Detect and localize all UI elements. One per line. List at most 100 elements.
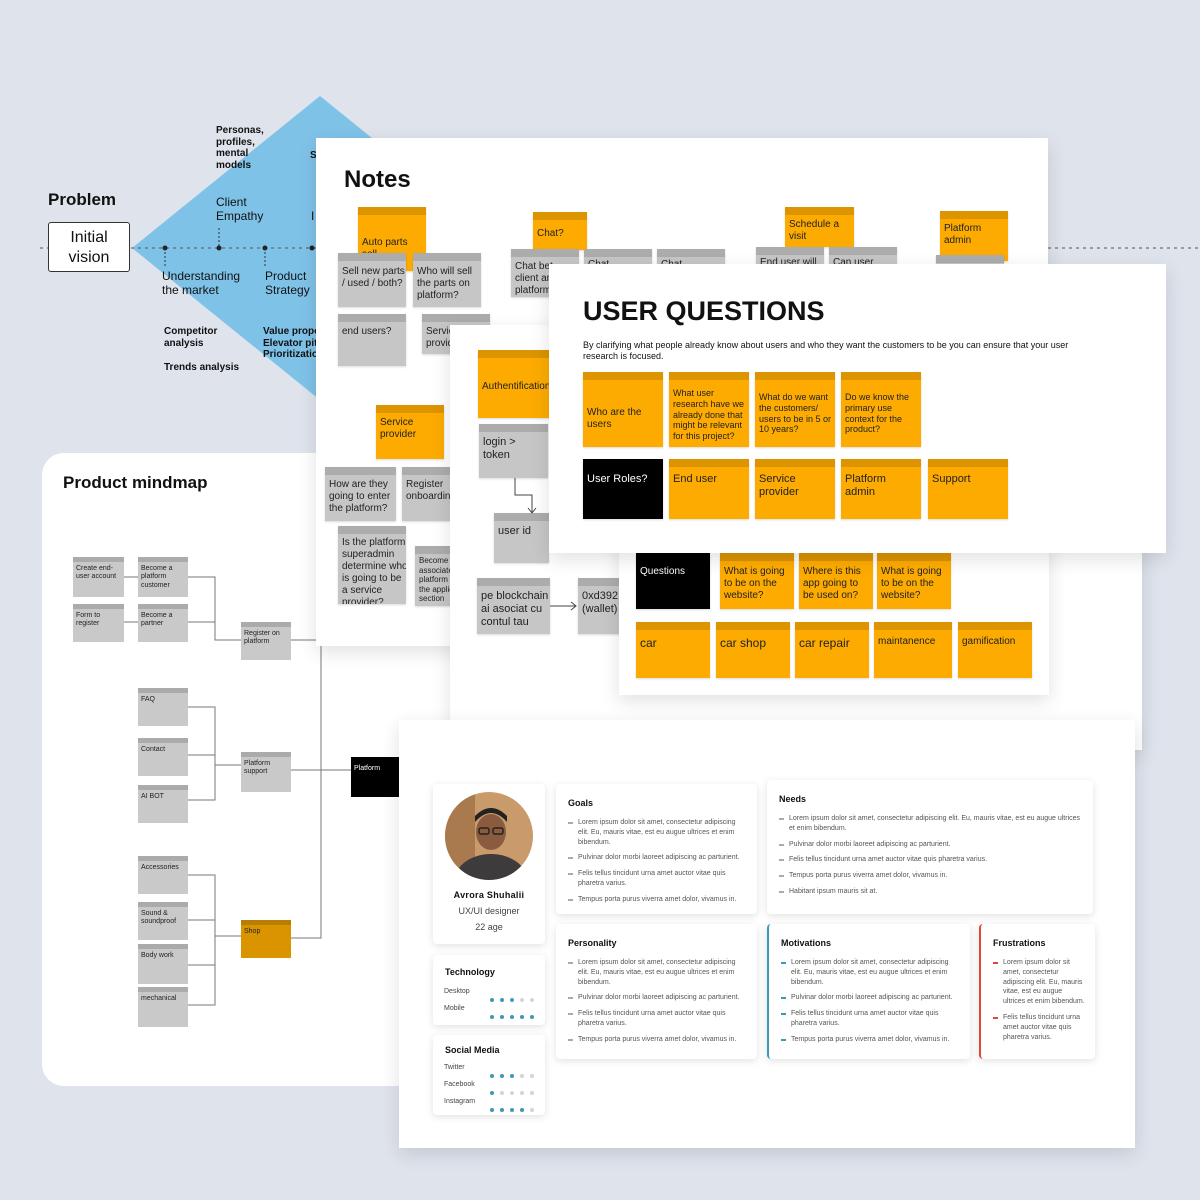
- mindmap-node[interactable]: AI BOT: [138, 785, 188, 823]
- competitor-analysis-label: Competitor analysis: [164, 326, 218, 349]
- note-grey[interactable]: How are they going to enter the platform…: [325, 467, 396, 521]
- user-roles-label-sticky[interactable]: User Roles?: [583, 459, 663, 519]
- technology-title: Technology: [445, 967, 495, 977]
- rating-dot: [500, 1108, 504, 1112]
- note-sticky[interactable]: Platform admin: [940, 211, 1008, 261]
- bullet-item: Lorem ipsum dolor sit amet, consectetur …: [993, 958, 1085, 1007]
- rating-dot: [490, 1091, 494, 1095]
- keyword-sticky[interactable]: gamification: [958, 622, 1032, 678]
- rating-dot: [530, 1091, 534, 1095]
- mindmap-node[interactable]: Become a partner: [138, 604, 188, 642]
- note-sticky[interactable]: Schedule a visit: [785, 207, 854, 247]
- rating-dot: [520, 1108, 524, 1112]
- bullet-item: Pulvinar dolor morbi laoreet adipiscing …: [781, 993, 960, 1003]
- mindmap-node[interactable]: Become a platform customer: [138, 557, 188, 597]
- role-sticky[interactable]: End user: [669, 459, 749, 519]
- bullet-item: Pulvinar dolor morbi laoreet adipiscing …: [568, 853, 747, 863]
- bullet-item: Lorem ipsum dolor sit amet, consectetur …: [568, 818, 747, 847]
- mindmap-node[interactable]: Platform support: [241, 752, 291, 792]
- rating-dot: [500, 1015, 504, 1019]
- mindmap-node[interactable]: FAQ: [138, 688, 188, 726]
- role-sticky[interactable]: Platform admin: [841, 459, 921, 519]
- note-grey[interactable]: Is the platform superadmin determine who…: [338, 526, 406, 604]
- note-grey[interactable]: Who will sell the parts on platform?: [413, 253, 481, 307]
- rating-dot: [520, 1091, 524, 1095]
- question-sticky[interactable]: What do we want the customers/ users to …: [755, 372, 835, 447]
- rating-dots: [490, 1065, 540, 1083]
- note-grey[interactable]: end users?: [338, 314, 406, 366]
- social-label: Twitter: [444, 1064, 465, 1071]
- role-sticky[interactable]: Service provider: [755, 459, 835, 519]
- bullet-item: Tempus porta purus viverra amet dolor, v…: [568, 895, 747, 905]
- mindmap-node[interactable]: Register on platform: [241, 622, 291, 660]
- social-label: Instagram: [444, 1098, 476, 1105]
- mindmap-node[interactable]: Body work: [138, 944, 188, 984]
- note-grey[interactable]: Register onboarding: [402, 467, 450, 521]
- rating-dot: [490, 1108, 494, 1112]
- question-sticky[interactable]: What is going to be on the website?: [877, 553, 951, 609]
- rating-dot: [510, 1074, 514, 1078]
- mindmap-node[interactable]: Contact: [138, 738, 188, 776]
- question-sticky[interactable]: Where is this app going to be used on?: [799, 553, 873, 609]
- question-sticky[interactable]: Do we know the primary use context for t…: [841, 372, 921, 447]
- note-sticky[interactable]: Chat?: [533, 212, 587, 250]
- needs-card: Needs Lorem ipsum dolor sit amet, consec…: [767, 780, 1093, 914]
- flow-node[interactable]: login > token: [479, 424, 548, 478]
- role-sticky[interactable]: Support: [928, 459, 1008, 519]
- mindmap-title: Product mindmap: [63, 473, 208, 492]
- rating-dot: [510, 1015, 514, 1019]
- tech-label: Mobile: [444, 1005, 465, 1012]
- notes-title: Notes: [344, 166, 411, 193]
- keyword-sticky[interactable]: maintanence: [874, 622, 952, 678]
- mindmap-node[interactable]: Create end- user account: [73, 557, 124, 597]
- keyword-sticky[interactable]: car repair: [795, 622, 869, 678]
- goals-title: Goals: [568, 798, 594, 808]
- rating-dot: [520, 1074, 524, 1078]
- mindmap-node[interactable]: Form to register: [73, 604, 124, 642]
- mindmap-node[interactable]: Sound & soundproof: [138, 902, 188, 940]
- bullet-item: Lorem ipsum dolor sit amet, consectetur …: [779, 814, 1083, 834]
- bullet-item: Felis tellus tincidunt urna amet auctor …: [568, 869, 747, 889]
- frustrations-list: Lorem ipsum dolor sit amet, consectetur …: [993, 958, 1085, 1048]
- needs-title: Needs: [779, 794, 807, 804]
- note-sticky[interactable]: Service provider: [376, 405, 444, 459]
- needs-list: Lorem ipsum dolor sit amet, consectetur …: [779, 814, 1083, 903]
- rating-dot: [510, 1091, 514, 1095]
- note-grey[interactable]: End user will: [756, 247, 824, 269]
- avatar: [445, 792, 533, 880]
- motivations-list: Lorem ipsum dolor sit amet, consectetur …: [781, 958, 960, 1051]
- mindmap-node[interactable]: mechanical: [138, 987, 188, 1027]
- motivations-title: Motivations: [781, 938, 832, 948]
- bullet-item: Pulvinar dolor morbi laoreet adipiscing …: [568, 993, 747, 1003]
- flow-node[interactable]: user id: [494, 513, 549, 563]
- mindmap-root-node[interactable]: Platform: [351, 757, 399, 797]
- bullet-item: Pulvinar dolor morbi laoreet adipiscing …: [779, 840, 1083, 850]
- question-sticky[interactable]: Who are the users: [583, 372, 663, 447]
- questions-label-sticky[interactable]: Questions: [636, 553, 710, 609]
- question-sticky[interactable]: What user research have we already done …: [669, 372, 749, 447]
- note-grey[interactable]: Sell new parts / used / both?: [338, 253, 406, 307]
- persona-age: 22 age: [475, 922, 503, 932]
- bullet-item: Felis tellus tincidunt urna amet auctor …: [568, 1009, 747, 1029]
- mindmap-node-shop[interactable]: Shop: [241, 920, 291, 958]
- rating-dot: [520, 998, 524, 1002]
- question-sticky[interactable]: What is going to be on the website?: [720, 553, 794, 609]
- social-title: Social Media: [445, 1045, 500, 1055]
- note-grey[interactable]: Become associate platform the applic sec…: [415, 546, 450, 606]
- bullet-item: Tempus porta purus viverra amet dolor, v…: [781, 1035, 960, 1045]
- bullet-item: Lorem ipsum dolor sit amet, consectetur …: [568, 958, 747, 987]
- keyword-sticky[interactable]: car shop: [716, 622, 790, 678]
- personality-card: Personality Lorem ipsum dolor sit amet, …: [556, 924, 757, 1059]
- understanding-market-label: Understanding the market: [162, 269, 241, 297]
- mindmap-node[interactable]: Accessories: [138, 856, 188, 894]
- flow-node[interactable]: 0xd3921 (wallet): [578, 578, 620, 634]
- authentication-sticky[interactable]: Authentification: [478, 350, 550, 418]
- keyword-sticky[interactable]: car: [636, 622, 710, 678]
- note-grey[interactable]: Can user have: [829, 247, 897, 269]
- personality-title: Personality: [568, 938, 617, 948]
- personality-list: Lorem ipsum dolor sit amet, consectetur …: [568, 958, 747, 1051]
- flow-node[interactable]: pe blockchain ai asociat cu contul tau: [477, 578, 550, 634]
- cut-label-s: S: [310, 150, 317, 161]
- bullet-item: Felis tellus tincidunt urna amet auctor …: [781, 1009, 960, 1029]
